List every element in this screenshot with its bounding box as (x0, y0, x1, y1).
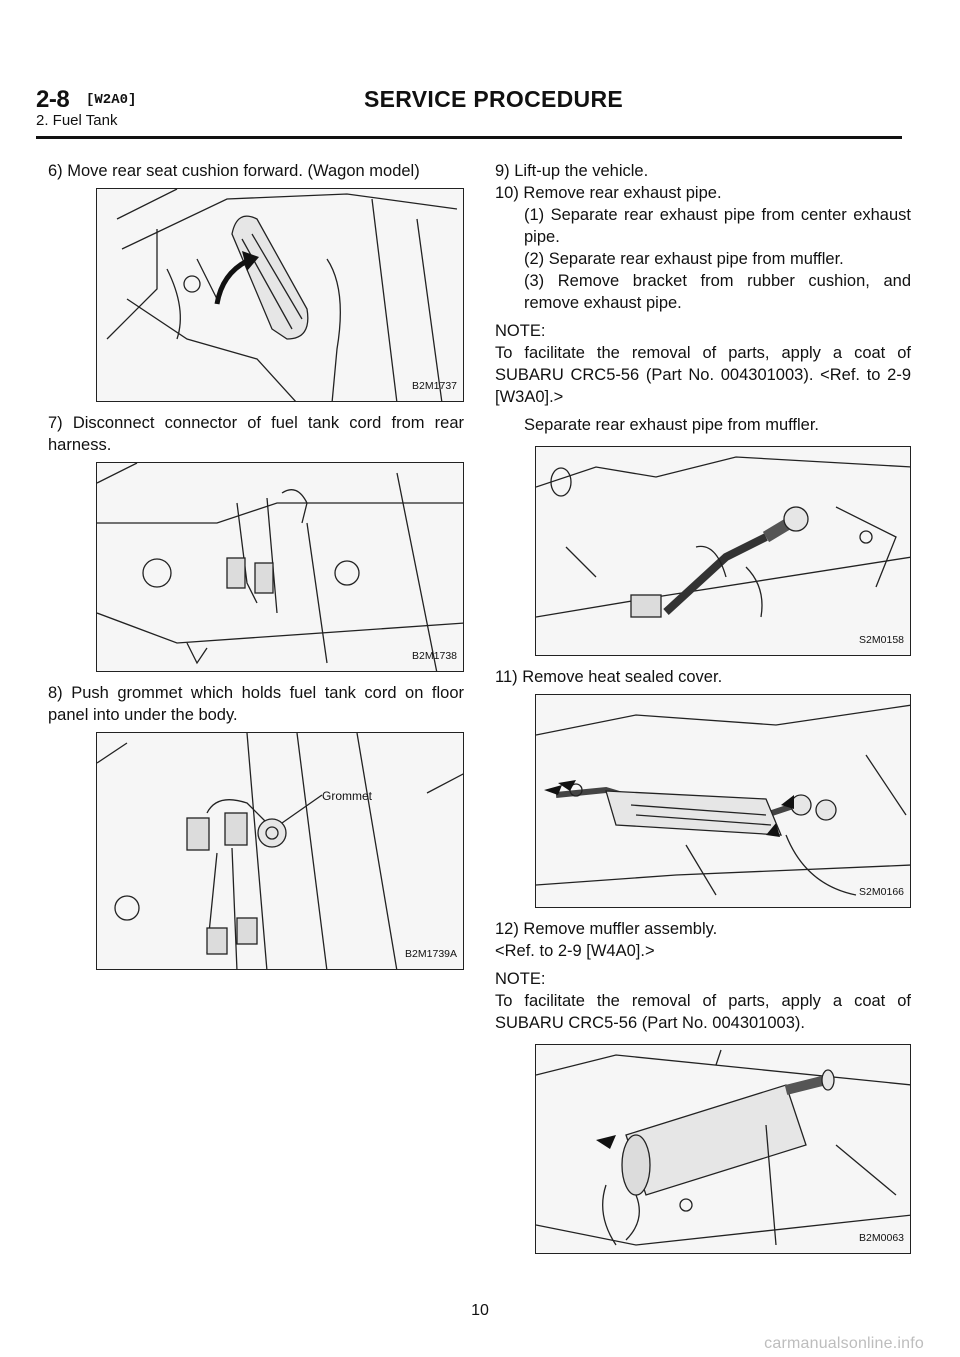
step-8: 8) Push grommet which holds fuel tank co… (48, 684, 464, 724)
heat-cover-illustration (536, 704, 910, 896)
figure-caption: B2M1739A (405, 948, 457, 960)
note-text: To facilitate the removal of parts, appl… (495, 992, 911, 1032)
step-7: 7) Disconnect connector of fuel tank cor… (48, 414, 464, 454)
figure-heat-sealed-cover: S2M0166 (535, 694, 911, 908)
watermark: carmanualsonline.info (764, 1335, 924, 1352)
page-title: SERVICE PROCEDURE (364, 86, 624, 112)
exhaust-pipe-illustration (536, 456, 910, 618)
step-10-3: (3) Remove bracket from rubber cushion, … (524, 272, 911, 312)
step-11: 11) Remove heat sealed cover. (495, 668, 723, 686)
step-10-2: (2) Separate rear exhaust pipe from muff… (524, 250, 844, 268)
grommet-label: Grommet (322, 789, 373, 803)
left-column: 6) Move rear seat cushion forward. (Wago… (48, 160, 464, 970)
step-6: 6) Move rear seat cushion forward. (Wago… (48, 162, 420, 180)
figure-caption: B2M1737 (412, 380, 457, 392)
figure-exhaust-pipe: S2M0158 (535, 446, 911, 656)
note-title: NOTE: (495, 970, 546, 988)
seat-cushion-illustration (106, 189, 458, 401)
figure-caption: B2M0063 (859, 1232, 904, 1244)
connector-illustration (97, 463, 463, 671)
right-column: 9) Lift-up the vehicle. 10) Remove rear … (495, 160, 911, 1254)
grommet-illustration (97, 733, 463, 969)
figure-grommet: Grommet B2M1739A (96, 732, 464, 970)
note-text: To facilitate the removal of parts, appl… (495, 344, 911, 406)
step-12-ref: <Ref. to 2-9 [W4A0].> (495, 942, 655, 960)
step-12: 12) Remove muffler assembly. (495, 920, 718, 938)
figure-caption: B2M1738 (412, 650, 457, 662)
figure-caption: S2M0158 (859, 634, 904, 646)
figure-seat-cushion: B2M1737 (96, 188, 464, 402)
note-title: NOTE: (495, 322, 546, 340)
muffler-illustration (536, 1049, 910, 1246)
separate-instruction: Separate rear exhaust pipe from muffler. (524, 416, 820, 434)
figure-caption: S2M0166 (859, 886, 904, 898)
section-code: [W2A0] (86, 92, 137, 108)
step-10: 10) Remove rear exhaust pipe. (495, 184, 722, 202)
header-rule (36, 136, 902, 139)
step-10-1: (1) Separate rear exhaust pipe from cent… (524, 206, 911, 246)
page-number: 10 (471, 1302, 489, 1319)
page-subtitle: 2. Fuel Tank (36, 112, 118, 129)
figure-muffler: B2M0063 (535, 1044, 911, 1254)
figure-connector: B2M1738 (96, 462, 464, 672)
page-header: 2-8 [W2A0] SERVICE PROCEDURE 2. Fuel Tan… (36, 86, 902, 129)
section-number: 2-8 (36, 86, 70, 113)
step-9: 9) Lift-up the vehicle. (495, 162, 649, 180)
